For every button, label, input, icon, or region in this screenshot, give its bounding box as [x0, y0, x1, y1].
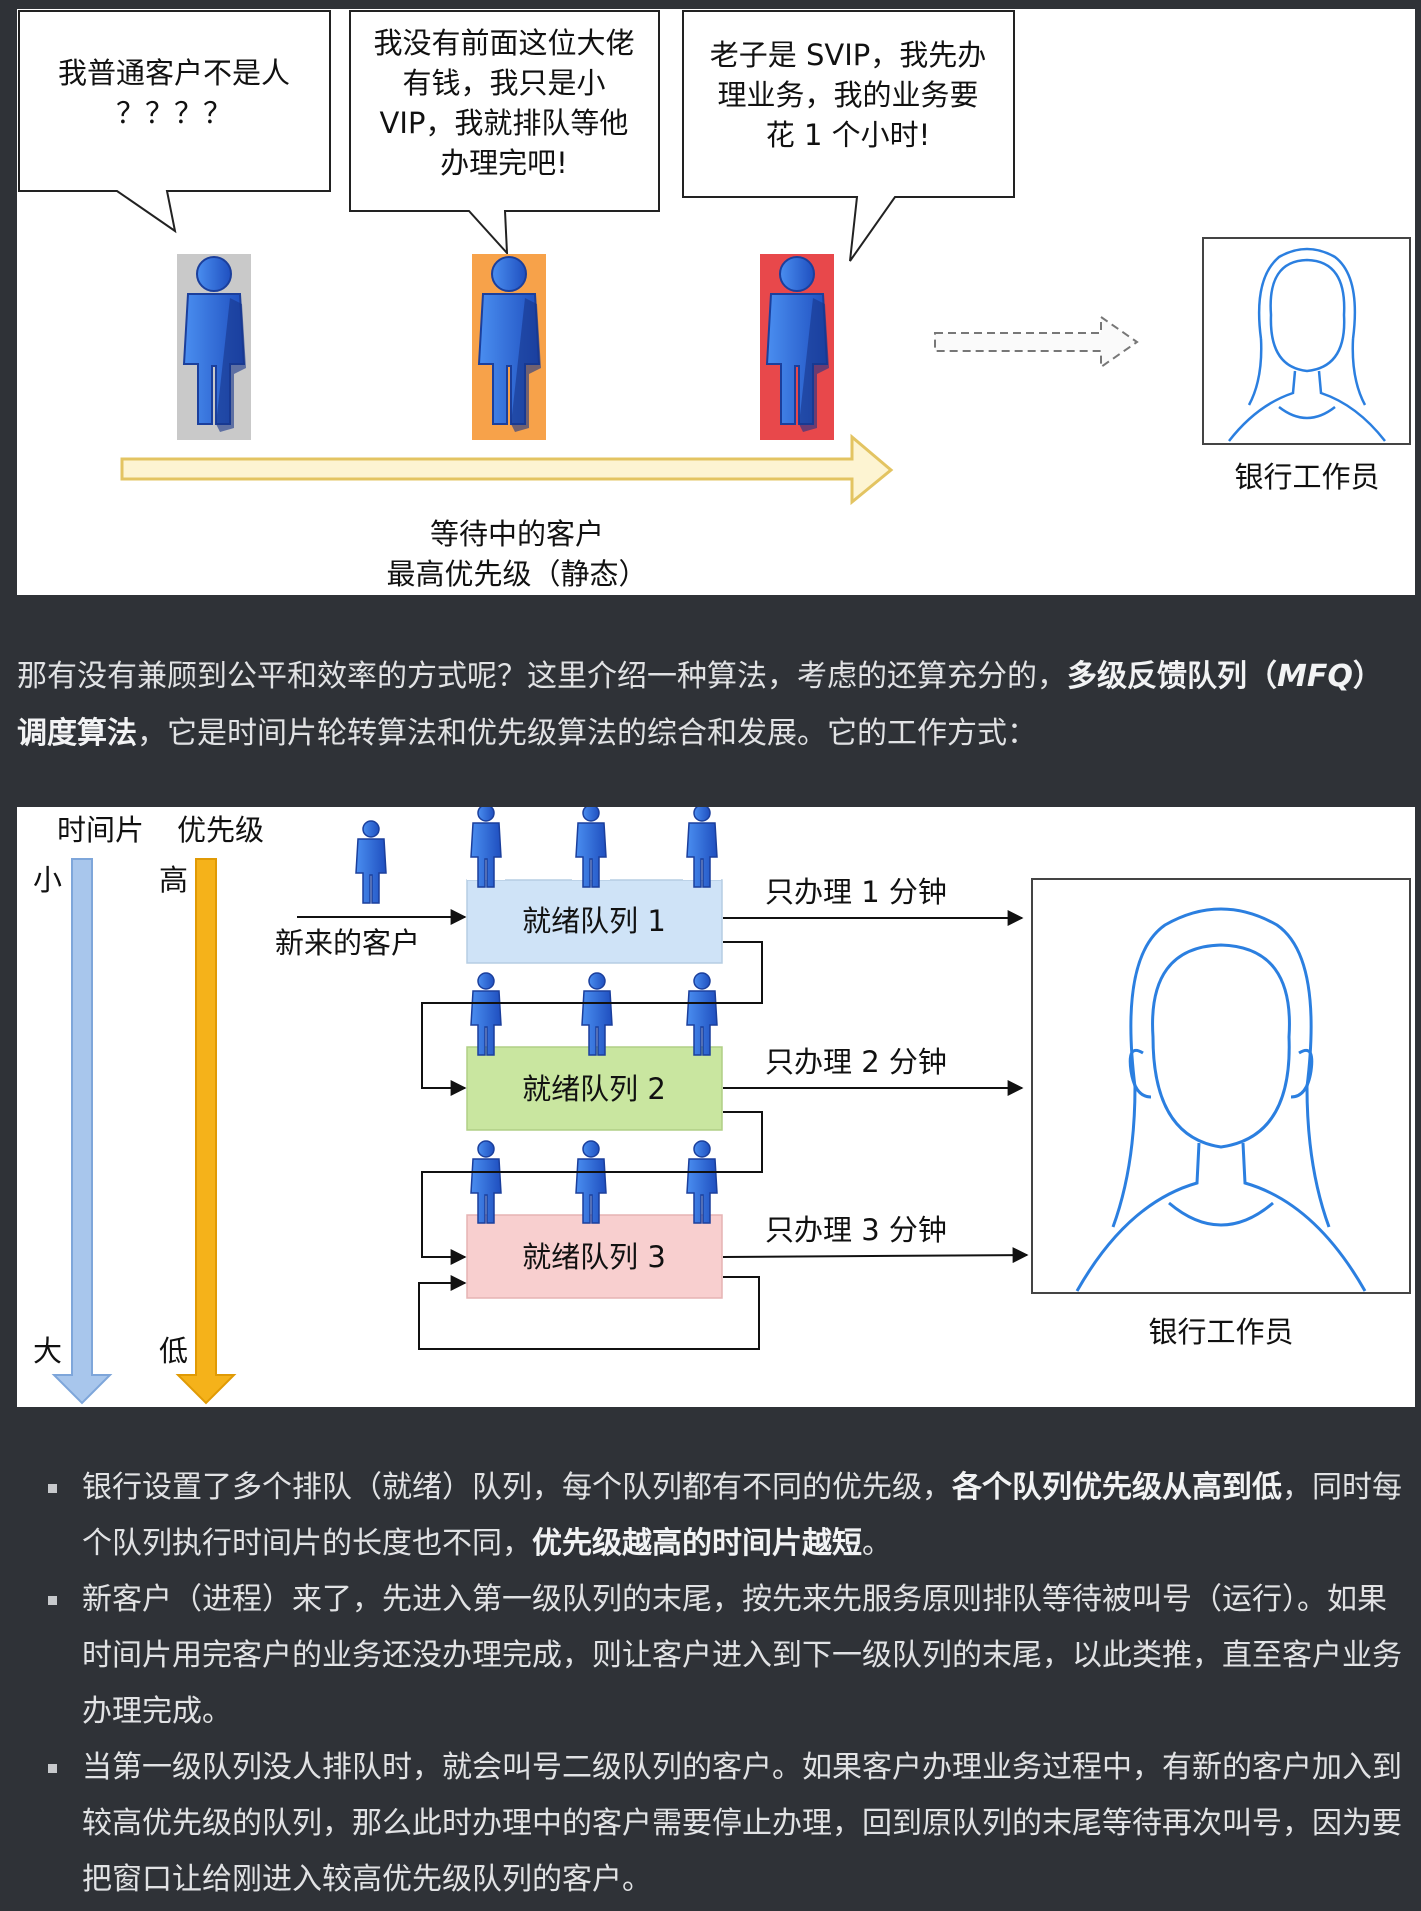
customer-svip-icon [760, 254, 834, 440]
arrow-caption-line1: 等待中的客户 [430, 517, 604, 551]
feedback-connectors [418, 941, 763, 1350]
list-item: 当第一级队列没人排队时，就会叫号二级队列的客户。如果客户办理业务过程中，有新的客… [40, 1740, 1415, 1908]
speech-bubble-svip: 老子是 SVIP，我先办 理业务，我的业务要 花 1 个小时! [682, 10, 1015, 262]
list-item: 银行设置了多个排队（就绪）队列，每个队列都有不同的优先级，各个队列优先级从高到低… [40, 1460, 1415, 1572]
timeslice-top: 小 [33, 863, 62, 897]
bubble1-line1: 我普通客户不是人 [58, 56, 290, 90]
handle1-label: 只办理 1 分钟 [765, 875, 947, 909]
bubble3-line2: 理业务，我的业务要 [717, 78, 978, 112]
para-bold-italic: MFQ [1277, 659, 1353, 694]
bubble2-line2: 有钱，我只是小 [402, 66, 605, 100]
figure-static-priority: 我普通客户不是人 ？？？？ 我没有前面这位大佬 有钱，我只是小 VIP，我就排队… [17, 9, 1415, 595]
ready-queue-2: 就绪队列 2 [466, 972, 723, 1131]
figure-mfq: 时间片 优先级 小 大 高 低 新来的客户 就绪队列 1 就绪队列 2 就绪队列… [17, 807, 1415, 1407]
static-priority-diagram: 我普通客户不是人 ？？？？ 我没有前面这位大佬 有钱，我只是小 VIP，我就排队… [18, 10, 1411, 591]
customer-vip-icon [472, 254, 546, 440]
mfq-diagram: 时间片 优先级 小 大 高 低 新来的客户 就绪队列 1 就绪队列 2 就绪队列… [33, 807, 1411, 1405]
ready-queue-3: 就绪队列 3 [466, 1140, 723, 1299]
bubble2-line4: 办理完吧! [440, 146, 568, 180]
intro-paragraph: 那有没有兼顾到公平和效率的方式呢？这里介绍一种算法，考虑的还算充分的，多级反馈队… [17, 648, 1397, 762]
handle3-label: 只办理 3 分钟 [765, 1213, 947, 1247]
bubble1-line2: ？？？？ [116, 96, 232, 130]
queue1-label: 就绪队列 1 [522, 904, 666, 938]
customer-normal-icon [177, 254, 251, 440]
timeslice-arrow [51, 858, 113, 1405]
para-bold-2: ）调度算法 [17, 659, 1383, 751]
arrow-caption-line2: 最高优先级（静态） [386, 557, 647, 591]
handle3-arrow [722, 1247, 1029, 1264]
handle2-label: 只办理 2 分钟 [765, 1045, 947, 1079]
new-customer-label: 新来的客户 [275, 926, 420, 960]
dashed-arrow [934, 315, 1139, 369]
bank-staff-icon [1202, 237, 1411, 445]
timeslice-bottom: 大 [33, 1334, 62, 1368]
priority-label: 优先级 [177, 813, 264, 847]
queue3-label: 就绪队列 3 [522, 1240, 666, 1274]
staff-label-2: 银行工作员 [1148, 1315, 1293, 1349]
staff-label: 银行工作员 [1234, 460, 1379, 494]
bubble3-line3: 花 1 个小时! [766, 118, 931, 152]
bubble2-line1: 我没有前面这位大佬 [373, 26, 634, 60]
mfq-bullet-list: 银行设置了多个排队（就绪）队列，每个队列都有不同的优先级，各个队列优先级从高到低… [40, 1460, 1415, 1908]
new-customer-icon [355, 820, 387, 904]
bubble2-line3: VIP，我就排队等他 [380, 106, 629, 140]
list-item: 新客户（进程）来了，先进入第一级队列的末尾，按先来先服务原则排队等待被叫号（运行… [40, 1572, 1415, 1740]
priority-bottom: 低 [159, 1334, 188, 1368]
queue2-label: 就绪队列 2 [522, 1072, 666, 1106]
waiting-arrow [120, 433, 894, 506]
ready-queue-1: 就绪队列 1 [466, 807, 723, 964]
para-text-2: ，它是时间片轮转算法和优先级算法的综合和发展。它的工作方式： [137, 716, 1037, 751]
para-text-1: 那有没有兼顾到公平和效率的方式呢？这里介绍一种算法，考虑的还算充分的， [17, 659, 1067, 694]
bank-staff-icon-large [1031, 878, 1411, 1294]
priority-top: 高 [159, 863, 188, 897]
priority-arrow [175, 858, 237, 1405]
bubble3-line1: 老子是 SVIP，我先办 [710, 38, 987, 72]
timeslice-label: 时间片 [57, 813, 144, 847]
para-bold-1: 多级反馈队列（ [1067, 659, 1277, 694]
speech-bubble-vip: 我没有前面这位大佬 有钱，我只是小 VIP，我就排队等他 办理完吧! [349, 10, 660, 256]
speech-bubble-normal: 我普通客户不是人 ？？？？ [18, 10, 331, 234]
